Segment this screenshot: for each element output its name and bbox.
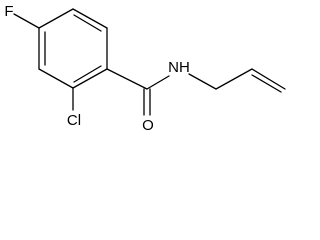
- bond-ch-ch2-1: [251, 68, 286, 90]
- ring-bond-1: [72, 8, 108, 29]
- bond-ch2-ch: [215, 68, 253, 90]
- ring-bond-4: [38, 68, 74, 89]
- ring-double-bond-top: [73, 14, 102, 32]
- oxygen-label: O: [142, 117, 154, 134]
- bond-ch-ch2-2: [251, 74, 282, 93]
- fluorine-label: F: [4, 3, 13, 20]
- nitrogen-label: NH: [168, 59, 190, 76]
- molecule-structure: F Cl O NH: [4, 3, 286, 134]
- chlorine-label: Cl: [67, 112, 81, 129]
- bond-ring-carbonyl: [106, 68, 148, 90]
- ring-bond-6: [38, 8, 74, 29]
- bond-ring-fluorine: [13, 13, 40, 29]
- benzene-ring: [38, 8, 108, 89]
- ring-double-bond-right: [73, 65, 102, 83]
- bond-nitrogen-ch2: [188, 73, 217, 90]
- bond-carbonyl-nitrogen: [146, 75, 170, 90]
- ring-bond-3: [72, 68, 108, 89]
